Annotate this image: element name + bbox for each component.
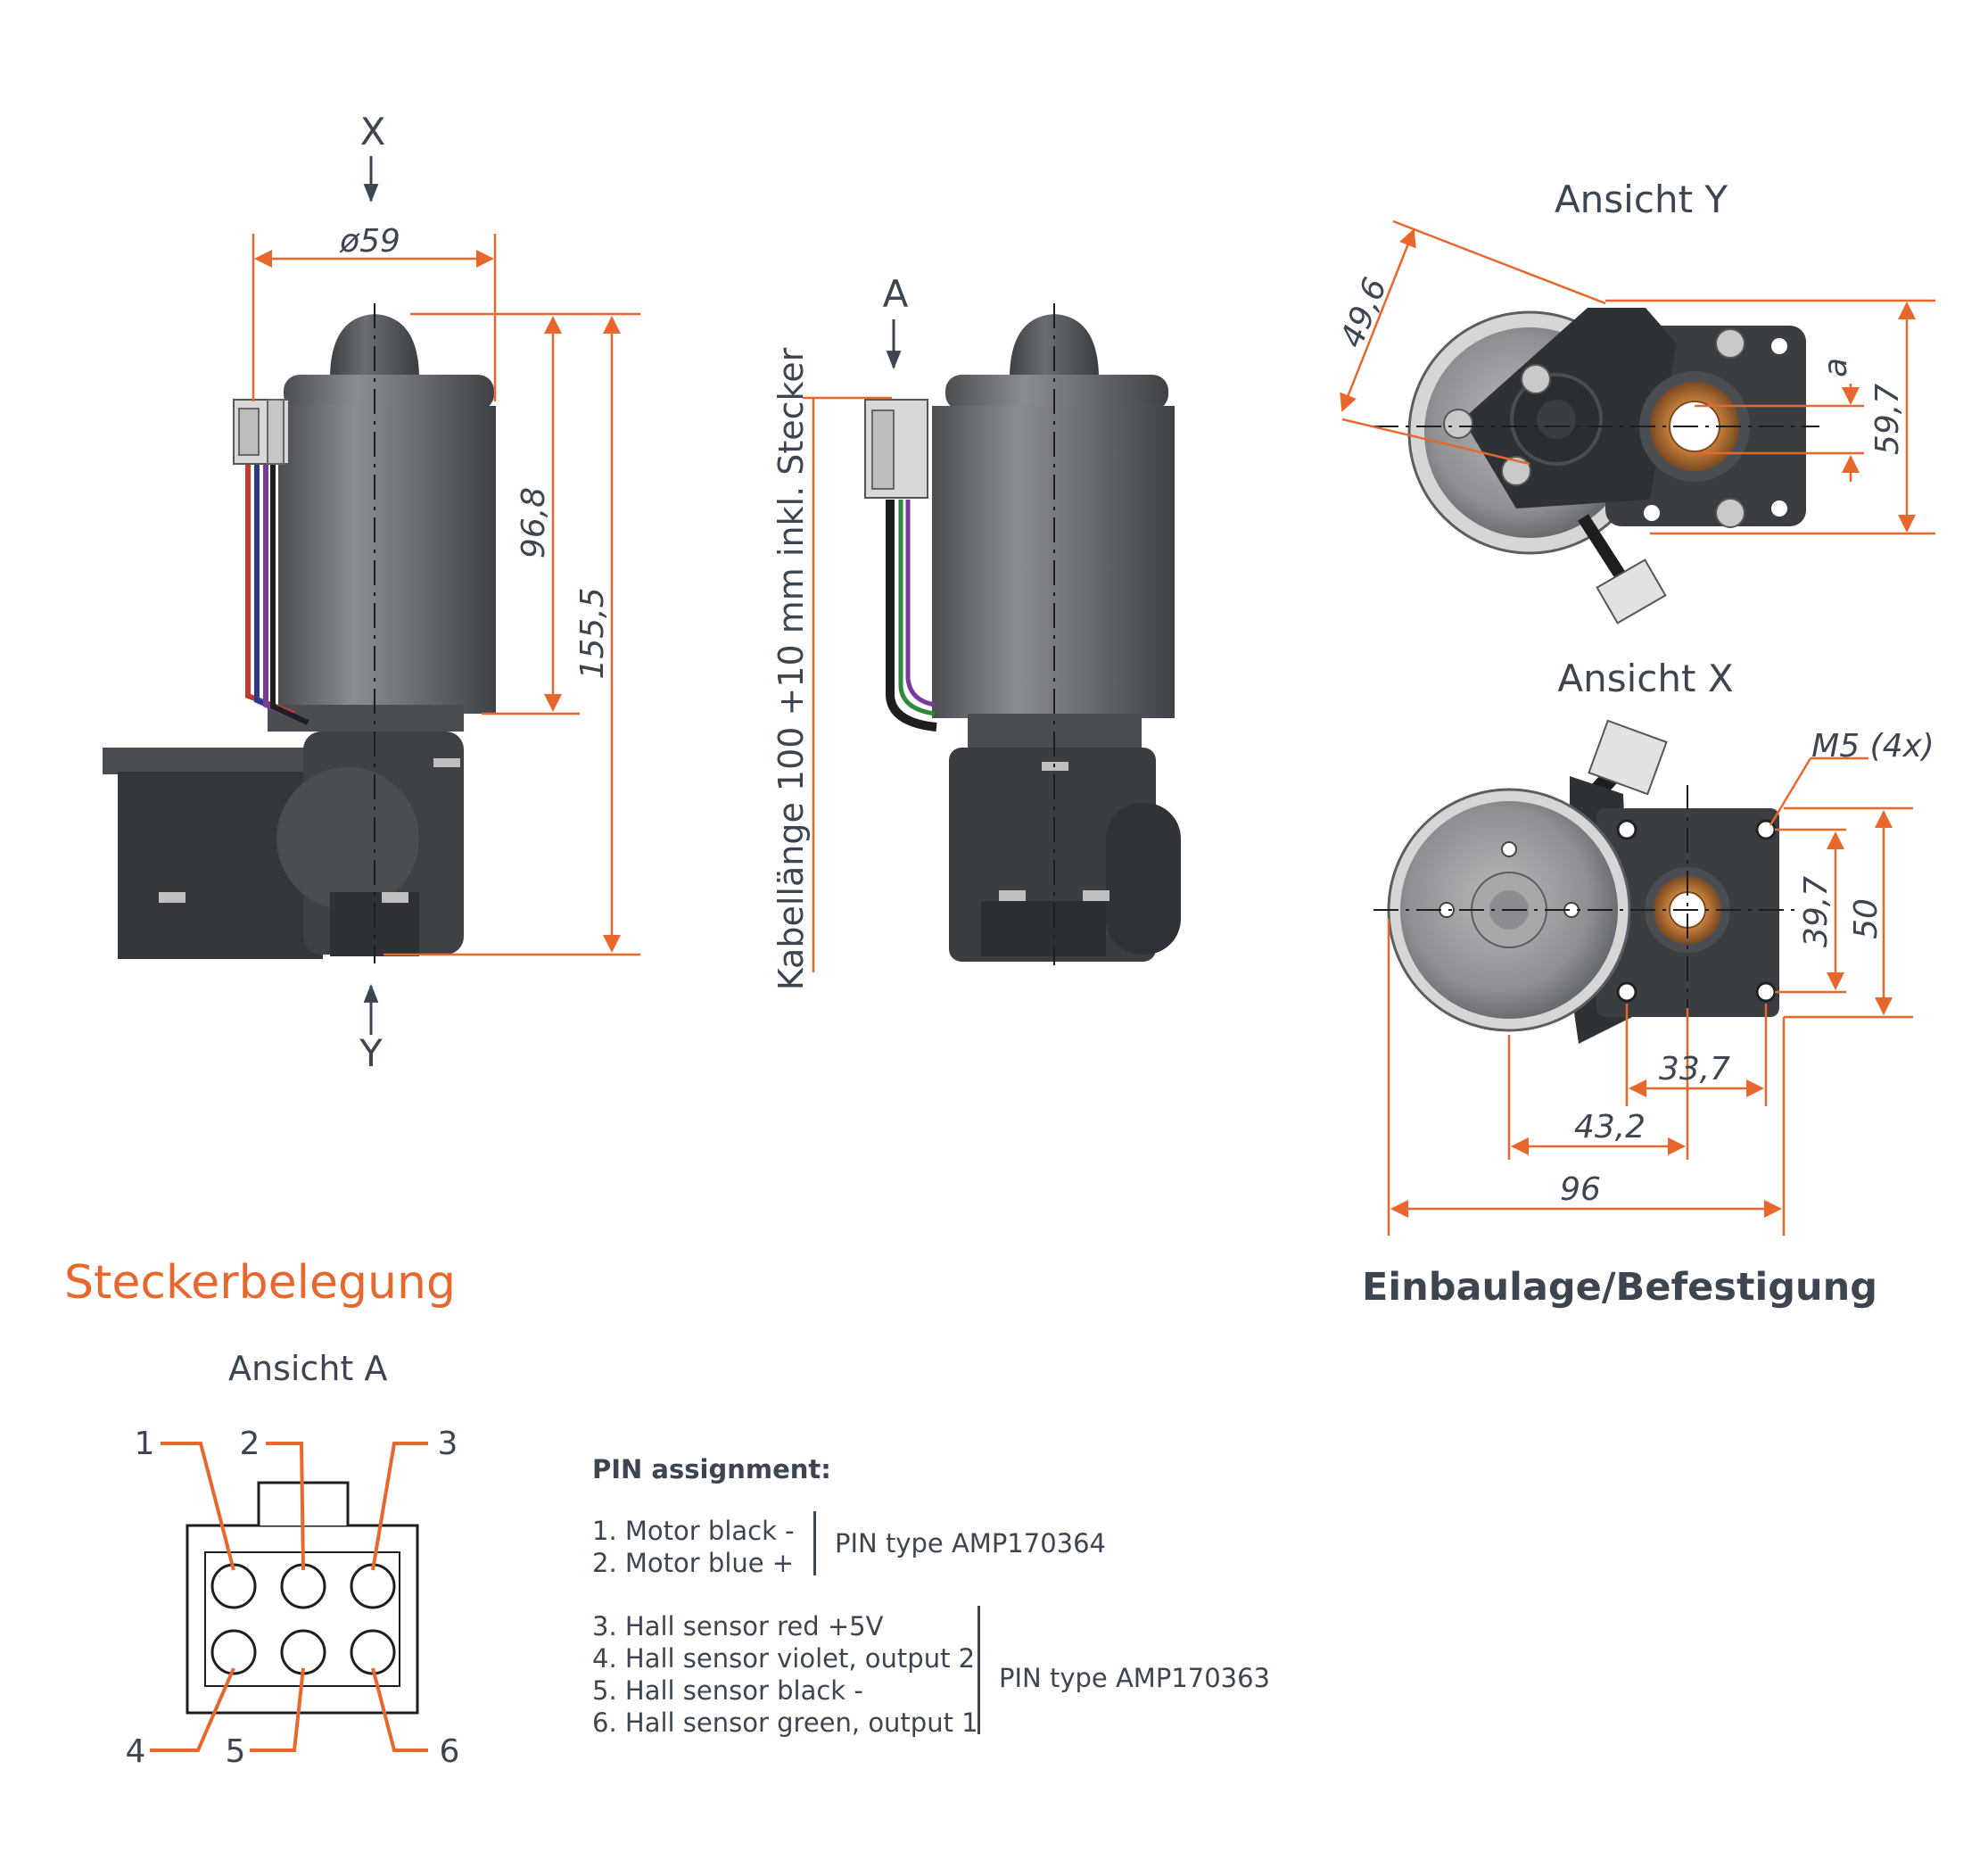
dim-view-y-angle: 49,6	[1333, 273, 1394, 353]
connector-pins	[210, 1563, 396, 1675]
arrow-y-label: Y	[359, 1031, 383, 1075]
view-y: Ansicht Y	[1333, 178, 1935, 624]
front-view: A Kabellänge 100 +10 mm inkl. Ste	[771, 272, 1181, 990]
view-y-screws	[1443, 328, 1745, 528]
dim-motor-height: 96,8	[516, 487, 552, 558]
view-y-title: Ansicht Y	[1555, 178, 1728, 221]
motor-shoulder	[284, 375, 494, 410]
dim-view-x-inner-vertical: 39,7	[1798, 876, 1835, 947]
side-gearbox	[103, 732, 464, 959]
dim-view-x-shaft-offset: 43,2	[1574, 1109, 1646, 1145]
pin-type-hall: PIN type AMP170363	[999, 1663, 1271, 1693]
dim-view-x-bolt-spacing: 33,7	[1659, 1051, 1730, 1087]
pin-number-5: 5	[226, 1733, 246, 1770]
pin-line: 4. Hall sensor violet, output 2	[592, 1643, 976, 1674]
dim-view-x-outer-vertical: 50	[1848, 898, 1885, 939]
dim-diameter: ø59	[339, 223, 400, 260]
view-x: Ansicht X	[1373, 657, 1934, 1236]
motor-end-cap	[330, 314, 419, 375]
pin-type-motor: PIN type AMP170364	[835, 1528, 1107, 1558]
side-dimensions	[252, 234, 640, 956]
arrow-x-label: X	[360, 110, 386, 153]
pin-group-hall: 3. Hall sensor red +5V 4. Hall sensor vi…	[592, 1610, 978, 1739]
pin-line: 6. Hall sensor green, output 1	[592, 1707, 978, 1738]
view-y-cable	[1578, 514, 1667, 624]
pin-line: 3. Hall sensor red +5V	[592, 1611, 884, 1641]
pin-line: 2. Motor blue +	[592, 1548, 795, 1578]
cable-length-label: Kabellänge 100 +10 mm inkl. Stecker	[771, 347, 811, 990]
connector-diagram: 1 2 3 4 5 6	[126, 1426, 460, 1770]
pin-assignment-heading: PIN assignment:	[592, 1454, 831, 1484]
front-motor-shoulder	[945, 375, 1168, 410]
view-x-motor-holes	[1439, 841, 1580, 918]
view-x-dimensions	[1387, 757, 1913, 1236]
dim-view-x-total-width: 96	[1560, 1171, 1601, 1208]
pin-group-2-bracket	[978, 1606, 980, 1734]
front-motor-end-cap	[1010, 314, 1099, 375]
pin-number-1: 1	[135, 1426, 155, 1462]
section-title-einbau: Einbaulage/Befestigung	[1362, 1265, 1878, 1310]
section-title-stecker: Steckerbelegung	[64, 1256, 456, 1310]
dim-view-y-a: a	[1818, 358, 1854, 377]
arrow-a-label: A	[883, 272, 909, 316]
pin-number-6: 6	[440, 1733, 460, 1770]
pin-group-motor: 1. Motor black - 2. Motor blue +	[592, 1515, 795, 1579]
side-view: X Y	[103, 110, 640, 1075]
front-connector	[864, 399, 928, 499]
dim-total-height: 155,5	[574, 587, 611, 679]
dim-view-y-height: 59,7	[1869, 384, 1906, 455]
connector-view-title: Ansicht A	[228, 1349, 388, 1388]
pin-line: 5. Hall sensor black -	[592, 1675, 863, 1706]
cable-dimension	[803, 396, 892, 972]
thread-label: M5 (4x)	[1811, 728, 1934, 765]
view-x-title: Ansicht X	[1557, 657, 1733, 700]
front-gearbox	[949, 748, 1181, 962]
pin-number-4: 4	[126, 1733, 146, 1770]
motor-wires	[245, 464, 309, 725]
pin-number-2: 2	[240, 1426, 260, 1462]
view-y-dimensions	[1340, 219, 1935, 535]
pin-leaders	[150, 1442, 428, 1752]
pin-group-1-bracket	[813, 1511, 816, 1575]
pin-line: 1. Motor black -	[592, 1516, 795, 1546]
pin-number-3: 3	[438, 1426, 458, 1462]
motor-body	[278, 406, 496, 714]
front-wires	[886, 500, 937, 732]
side-connector	[233, 399, 290, 465]
view-y-holes	[1644, 338, 1787, 521]
